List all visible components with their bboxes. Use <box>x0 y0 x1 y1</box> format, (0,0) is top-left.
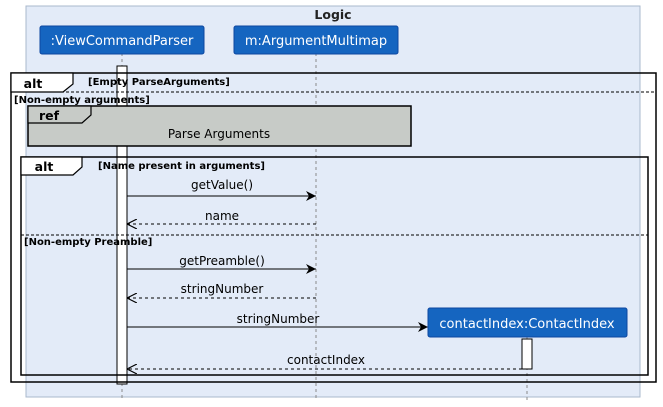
participant-label: :ViewCommandParser <box>51 34 194 49</box>
message-create-contact-index: stringNumber <box>127 312 428 332</box>
alt-guard: [Empty ParseArguments] <box>88 77 230 88</box>
message-label: contactIndex <box>287 353 365 367</box>
index-activation-bar <box>521 338 533 370</box>
alt-fragment-outer: alt [Empty ParseArguments] [Non-empty ar… <box>10 72 657 383</box>
participant-view-command-parser: :ViewCommandParser <box>39 25 205 55</box>
else-guard: [Non-empty Preamble] <box>24 237 152 248</box>
message-return-string-number: stringNumber <box>127 282 316 298</box>
message-get-value: getValue() <box>127 178 316 201</box>
alt-keyword: alt <box>24 76 43 91</box>
participant-label: m:ArgumentMultimap <box>245 34 387 49</box>
message-return-contact-index: contactIndex <box>127 353 522 369</box>
alt-fragment-inner: alt [Name present in arguments] [Non-emp… <box>20 156 649 376</box>
ref-keyword: ref <box>39 108 60 123</box>
message-label: name <box>205 209 239 223</box>
participant-argument-multimap: m:ArgumentMultimap <box>233 25 399 55</box>
message-return-name: name <box>127 209 316 224</box>
frame-title: Logic <box>314 7 351 22</box>
message-label: stringNumber <box>181 282 264 296</box>
message-label: getPreamble() <box>179 254 265 268</box>
alt-guard: [Name present in arguments] <box>98 161 265 172</box>
message-get-preamble: getPreamble() <box>127 254 316 274</box>
else-guard: [Non-empty arguments] <box>14 95 150 106</box>
ref-text: Parse Arguments <box>168 127 270 141</box>
ref-fragment: ref Parse Arguments <box>27 105 412 147</box>
alt-keyword: alt <box>35 159 54 174</box>
participant-contact-index: contactIndex:ContactIndex <box>427 307 628 338</box>
message-label: stringNumber <box>237 312 320 326</box>
message-label: getValue() <box>191 178 253 192</box>
participant-label: contactIndex:ContactIndex <box>439 317 614 332</box>
